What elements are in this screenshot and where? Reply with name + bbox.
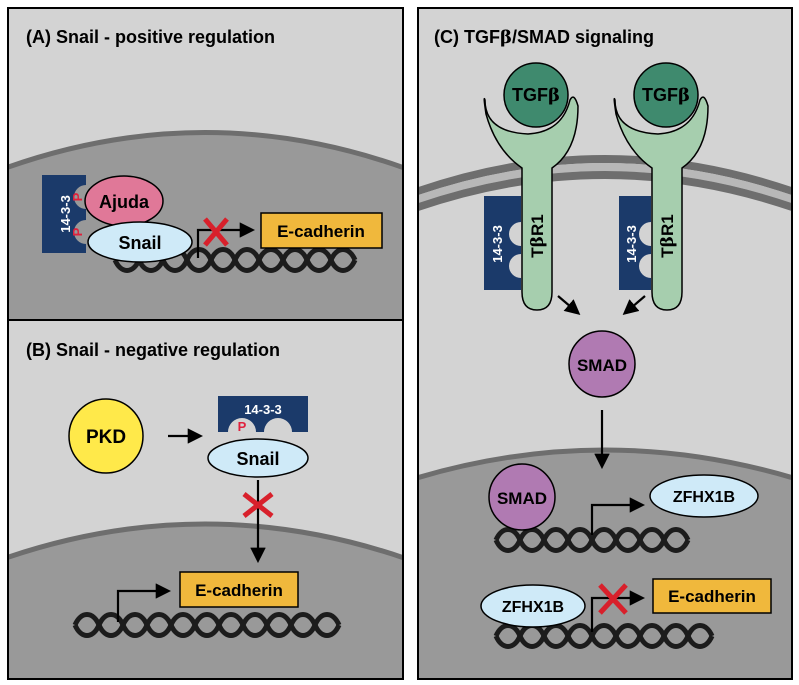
ajuda-label: Ajuda [99,192,150,212]
snail-label: Snail [236,449,279,469]
e-cadherin-box [179,571,299,608]
block-x-icon [598,583,628,615]
tbr1-receptor-left: TβR1 [483,96,579,311]
promoter-arrow-icon [590,497,646,535]
e-cadherin-label: E-cadherin [195,581,283,600]
snail-protein [87,221,193,263]
snail-protein [207,438,309,478]
snail-label: Snail [118,233,161,253]
pkd-label: PKD [86,427,126,448]
receptor-to-smad-arrow [557,295,581,315]
smad-label: SMAD [577,356,627,375]
panel-c-border [417,7,793,680]
e-cadherin-label: E-cadherin [668,587,756,606]
tbr1-label: TβR1 [528,214,548,257]
promoter-arrow-icon [590,590,646,632]
tbr1-receptor-right: TβR1 [613,96,709,311]
phospho-p-icon: P [238,419,247,434]
tgfb-ligand [633,62,699,128]
adapter-label: 14-3-3 [490,225,505,263]
panel-b-border [7,319,404,680]
adapter-14-3-3 [619,196,651,290]
zfhx1b-protein [649,474,759,518]
tgfb-ligand [503,62,569,128]
tbr1-label: TβR1 [658,214,678,257]
adapter-14-3-3 [42,175,86,253]
panel-b-title: (B) Snail - negative regulation [26,340,280,360]
adapter-label: 14-3-3 [624,225,639,263]
panel-c-title: (C) TGFβ/SMAD signaling [434,27,654,48]
block-x-icon [203,217,229,247]
promoter-arrow-icon [196,222,256,258]
e-cadherin-box [652,578,772,614]
promoter-arrow-icon [116,583,172,622]
receptor-to-smad-arrow [622,295,646,315]
dna-helix-icon [493,527,691,553]
panel-a-title: (A) Snail - positive regulation [26,27,275,47]
adapter-label: 14-3-3 [58,195,73,233]
dna-helix-icon [72,612,342,638]
smad-label: SMAD [497,489,547,508]
tgfb-label: TGFβ [512,85,560,106]
adapter-label: 14-3-3 [244,402,282,417]
adapter-14-3-3 [218,396,308,432]
tgfb-label: TGFβ [642,85,690,106]
zfhx1b-label: ZFHX1B [502,599,564,616]
phospho-p-icon: P [70,192,85,201]
adapter-14-3-3 [484,196,521,290]
zfhx1b-protein [480,584,586,628]
smad-protein [568,330,636,398]
panel-b: (B) Snail - negative regulation PKD 14-3… [8,320,403,679]
e-cadherin-box [260,212,383,249]
pkd-kinase [68,398,144,474]
panel-c: (C) TGFβ/SMAD signaling TβR1 TGFβ TβR1 T… [418,8,792,679]
smad-protein [488,463,556,531]
phospho-p-icon: P [70,227,85,236]
block-x-icon [242,492,274,518]
zfhx1b-label: ZFHX1B [673,489,735,506]
panel-a: (A) Snail - positive regulation 14-3-3 P… [8,8,403,320]
e-cadherin-label: E-cadherin [277,222,365,241]
